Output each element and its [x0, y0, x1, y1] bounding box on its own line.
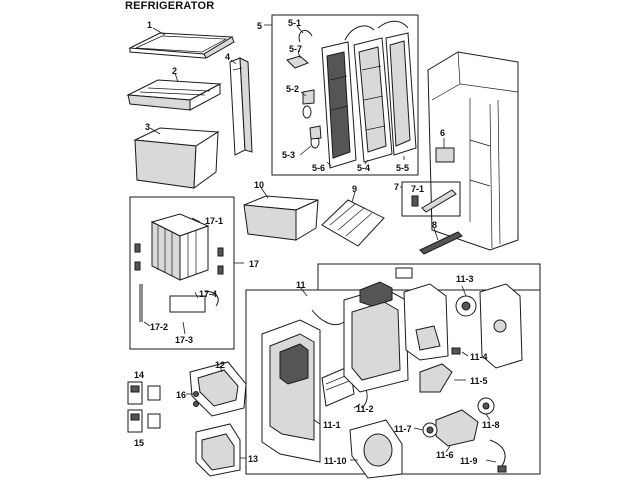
- callout-11-5: 11-5: [470, 376, 488, 386]
- callout-8: 8: [432, 220, 437, 230]
- part-8-strip: 8: [419, 220, 463, 255]
- callout-7-1: 7-1: [411, 184, 424, 194]
- callout-14: 14: [134, 370, 144, 380]
- callout-11-6: 11-6: [436, 450, 454, 460]
- part-12-cover: 12: [189, 360, 247, 417]
- group-17-evaporator: 17 17-1 17-4 17-2: [129, 196, 259, 350]
- callout-5-2: 5-2: [286, 84, 299, 94]
- callout-12: 12: [215, 360, 225, 370]
- callout-9: 9: [352, 184, 357, 194]
- callout-5-6: 5-6: [312, 163, 325, 173]
- callout-5-7: 5-7: [289, 44, 302, 54]
- group-7-trim: 7 7-1: [394, 181, 461, 217]
- callout-15: 15: [134, 438, 144, 448]
- part-1-shelf: 1: [128, 20, 235, 59]
- callout-5-3: 5-3: [282, 150, 295, 160]
- part-14-module: 14: [127, 370, 161, 405]
- part-16-screws: 16: [176, 390, 199, 407]
- part-10-bin: 10: [243, 180, 319, 241]
- callout-7: 7: [394, 182, 399, 192]
- callout-10: 10: [254, 180, 264, 190]
- callout-1: 1: [147, 20, 152, 30]
- callout-2: 2: [172, 66, 177, 76]
- callout-11-10: 11-10: [324, 456, 347, 466]
- callout-5-5: 5-5: [396, 163, 409, 173]
- refrigerator-cabinet: [427, 51, 519, 251]
- callout-17-3: 17-3: [175, 335, 193, 345]
- group-11-door-housing: 11 11-1 11-2: [245, 263, 541, 479]
- part-2-tray: 2: [126, 66, 222, 111]
- callout-17-1: 17-1: [205, 216, 223, 226]
- page-title: REFRIGERATOR: [125, 0, 215, 12]
- callout-17-2: 17-2: [150, 322, 168, 332]
- callout-11-7: 11-7: [394, 424, 412, 434]
- part-3-crisper-drawer: 3: [133, 122, 220, 190]
- callout-11-8: 11-8: [482, 420, 500, 430]
- callout-17-4: 17-4: [199, 289, 217, 299]
- callout-5-1: 5-1: [288, 18, 301, 28]
- callout-6: 6: [440, 128, 445, 138]
- callout-11-2: 11-2: [356, 404, 374, 414]
- part-15-module: 15: [127, 409, 161, 448]
- callout-16: 16: [176, 390, 186, 400]
- group-5-duct-assembly: 5 5-1 5-7 5-2 5-3: [257, 14, 419, 176]
- part-6-connector: 6: [435, 128, 455, 163]
- part-4-door-bar: 4: [225, 52, 253, 156]
- callout-5: 5: [257, 21, 262, 31]
- callout-5-4: 5-4: [357, 163, 370, 173]
- callout-11-9: 11-9: [460, 456, 478, 466]
- callout-11-4: 11-4: [470, 352, 488, 362]
- callout-13: 13: [248, 454, 258, 464]
- callout-3: 3: [145, 122, 150, 132]
- part-9-rack: 9: [321, 184, 385, 247]
- callout-17: 17: [249, 259, 259, 269]
- callout-4: 4: [225, 52, 230, 62]
- part-13-bracket: 13: [195, 423, 258, 477]
- callout-11-3: 11-3: [456, 274, 474, 284]
- callout-11: 11: [296, 280, 306, 290]
- callout-11-1: 11-1: [323, 420, 341, 430]
